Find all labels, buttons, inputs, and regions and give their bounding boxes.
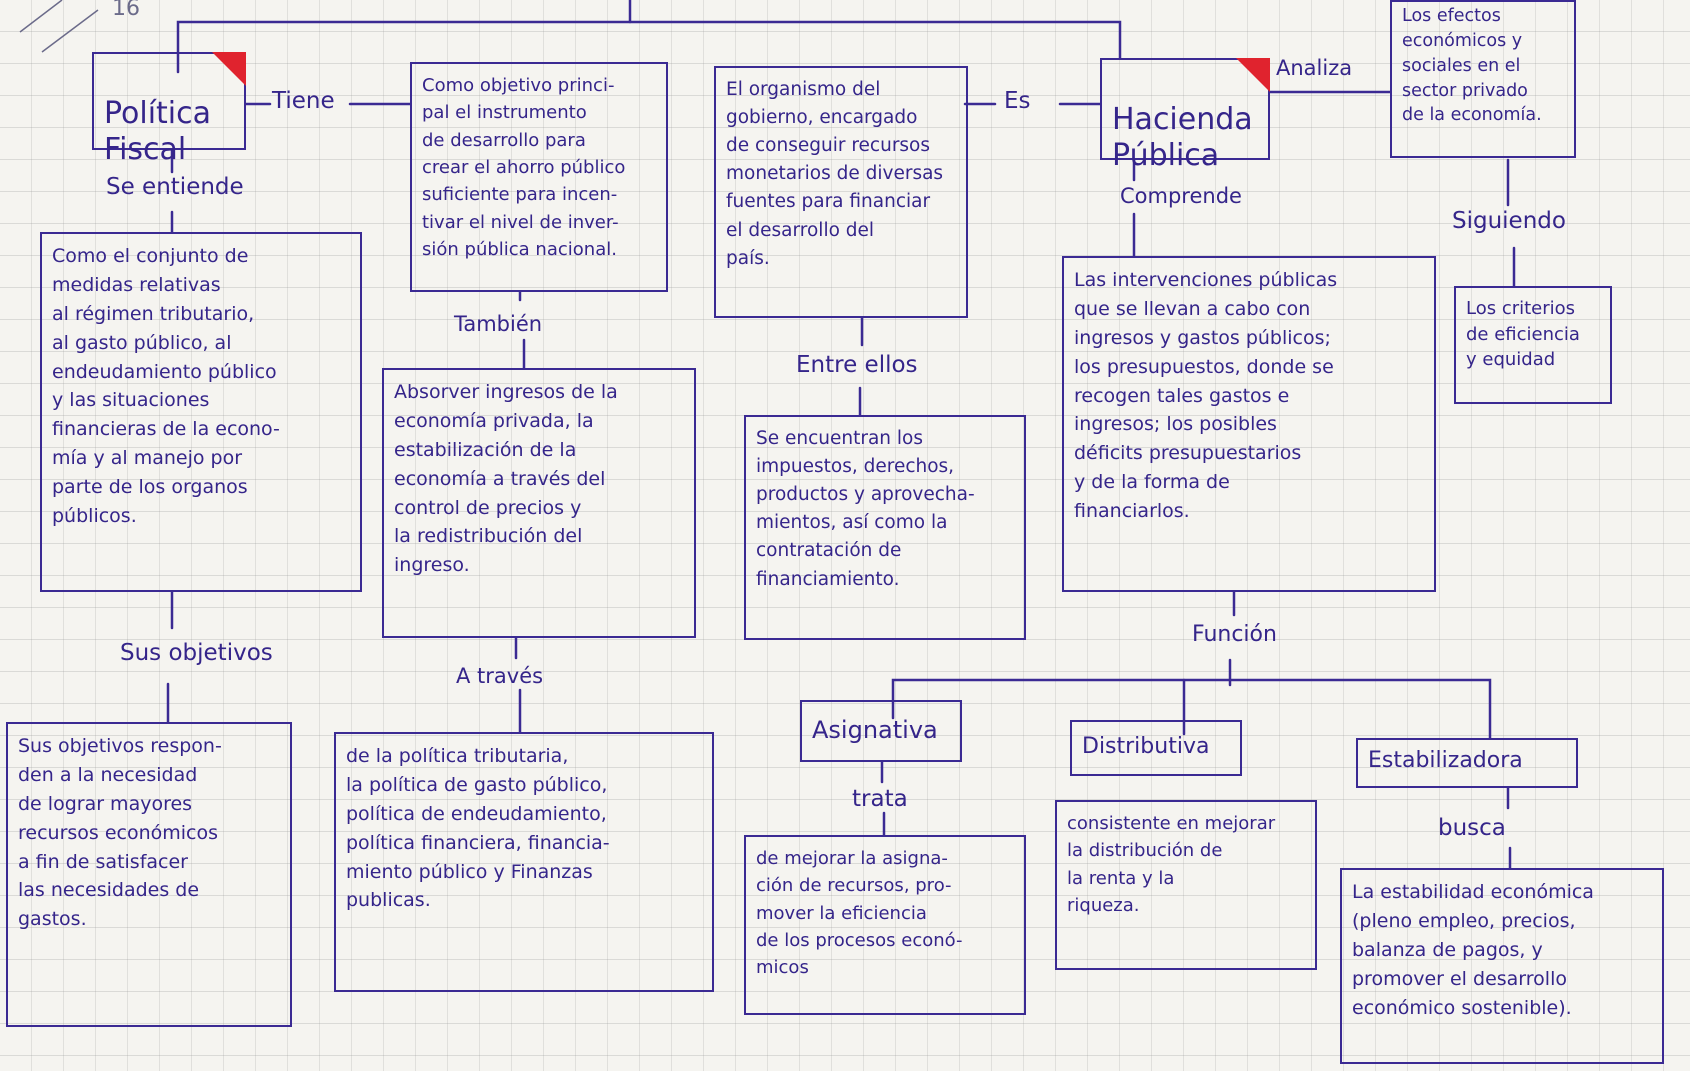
- node-impuestos: Se encuentran los impuestos, derechos, p…: [744, 415, 1026, 640]
- node-objetivo-principal: Como objetivo princi- pal el instrumento…: [410, 62, 668, 292]
- node-distributiva: Distributiva: [1070, 720, 1242, 776]
- connector-entre-ellos: Entre ellos: [796, 352, 918, 378]
- connector-a-traves: A través: [456, 664, 544, 688]
- node-estabilizadora: Estabilizadora: [1356, 738, 1578, 788]
- red-flag-marker: [1236, 58, 1270, 92]
- node-distributiva-texto: consistente en mejorar la distribución d…: [1055, 800, 1317, 970]
- red-flag-marker: [212, 52, 246, 86]
- node-estabilizadora-texto: La estabilidad económica (pleno empleo, …: [1340, 868, 1664, 1064]
- connector-siguiendo: Siguiendo: [1452, 208, 1566, 234]
- connector-sus-objetivos: Sus objetivos: [120, 640, 273, 666]
- page-number: 16: [112, 0, 140, 21]
- node-hacienda-publica: Hacienda Pública: [1100, 58, 1270, 173]
- node-politica-fiscal-text: Política Fiscal: [104, 96, 212, 167]
- node-criterios: Los criterios de eficiencia y equidad: [1454, 286, 1612, 404]
- node-asignativa-texto: de mejorar la asigna- ción de recursos, …: [744, 835, 1026, 1015]
- connector-funcion: Función: [1192, 622, 1277, 647]
- node-conjunto-medidas: Como el conjunto de medidas relativas al…: [40, 232, 362, 592]
- node-efectos: Los efectos económicos y sociales en el …: [1390, 0, 1576, 158]
- connector-trata: trata: [852, 786, 908, 812]
- node-organismo: El organismo del gobierno, encargado de …: [714, 66, 968, 318]
- connector-tambien: También: [454, 312, 543, 336]
- node-intervenciones: Las intervenciones públicas que se lleva…: [1062, 256, 1436, 592]
- node-hacienda-publica-text: Hacienda Pública: [1112, 102, 1253, 173]
- node-absorver: Absorver ingresos de la economía privada…: [382, 368, 696, 638]
- connector-es: Es: [1004, 88, 1031, 114]
- connector-busca: busca: [1438, 815, 1506, 841]
- connector-se-entiende: Se entiende: [106, 174, 244, 200]
- node-politica-fiscal: Política Fiscal: [92, 52, 246, 167]
- connector-comprende: Comprende: [1120, 184, 1242, 208]
- connector-tiene: Tiene: [272, 88, 335, 114]
- connector-analiza: Analiza: [1276, 56, 1353, 80]
- node-sus-objetivos-texto: Sus objetivos respon- den a la necesidad…: [6, 722, 292, 1027]
- node-politicas-lista: de la política tributaria, la política d…: [334, 732, 714, 992]
- node-asignativa: Asignativa: [800, 700, 962, 762]
